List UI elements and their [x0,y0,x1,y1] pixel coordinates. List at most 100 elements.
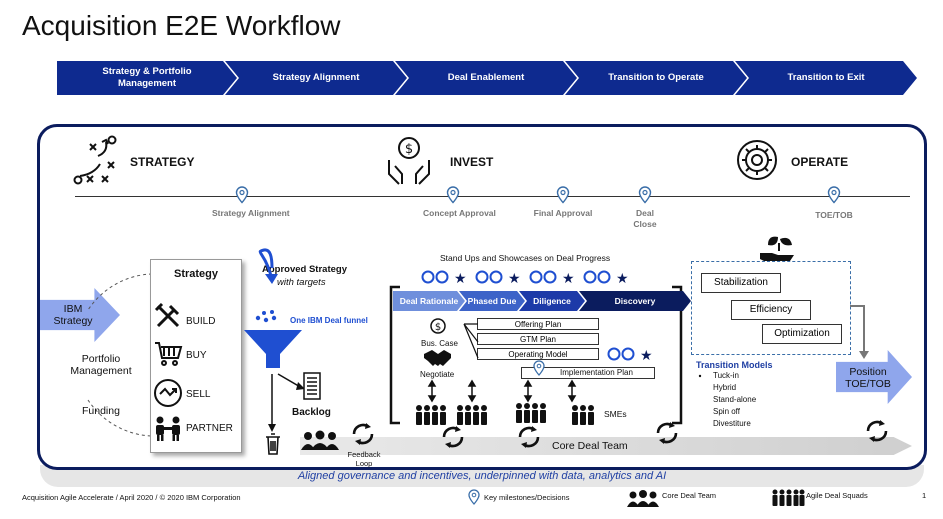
legend-core-team: Core Deal Team [662,491,717,500]
feedback-loop-label: Feedback Loop [347,450,381,468]
milestone-pin-icon [556,186,570,204]
core-team-icon [627,490,659,507]
legend-squads: Agile Deal Squads [806,491,868,500]
cart-icon [155,342,183,366]
chevron-step[interactable]: Deal Enablement [395,61,577,95]
position-label: Position TOE/TOB [845,366,891,390]
milestone-pin-icon [446,186,460,204]
implementation-plan-box [521,367,655,379]
core-deal-team-band [300,437,912,455]
cycle-icon [518,426,540,448]
invest-money-hands-icon: $ [388,137,430,185]
agile-squad-icon [457,405,487,425]
page-title: Acquisition E2E Workflow [22,10,341,41]
milestone-pin-icon [533,360,545,376]
governance-text: Aligned governance and incentives, under… [297,470,667,482]
bus-case-label: Bus. Case [421,339,458,348]
cycle-icon [352,423,374,445]
strategy-item-partner: PARTNER [186,423,233,434]
approved-strategy-label: Approved Strategy [262,264,347,275]
core-deal-team-label: Core Deal Team [552,440,628,452]
sprint-progress-icons: ★★★★ [421,270,629,287]
governance-band [40,465,924,487]
milestone-pin-icon [235,186,249,204]
transition-model-item: Divestiture [713,419,751,428]
transition-models-title: Transition Models [696,360,773,370]
portfolio-management-label: Portfolio Management [70,353,132,377]
backlog-icon [303,372,321,400]
left-bracket [389,285,400,425]
core-team-icon [301,430,339,450]
build-icon [154,302,180,328]
sell-icon [154,379,182,407]
squad-arrows [427,379,577,403]
cycle-icon [656,422,678,444]
operating-model-box: Operating Model [477,348,599,360]
chevron-step[interactable]: Strategy Alignment [225,61,407,95]
backlog-label: Backlog [292,407,331,418]
agile-squad-icon [772,489,805,506]
strategy-options-box [150,259,242,453]
bullet-list [698,374,702,378]
deal-stage[interactable]: Discovery [579,291,691,311]
milestone-pin-icon [638,186,652,204]
portfolio-dashed-circle [87,273,159,437]
strategy-item-buy: BUY [186,350,207,361]
svg-text:★: ★ [454,271,467,287]
milestone-label: Deal Close [633,208,657,229]
sme-icon [572,405,594,425]
funding-label: Funding [82,405,120,417]
partner-icon [156,416,180,441]
chevron-step[interactable]: Transition to Operate [565,61,747,95]
transition-model-item: Spin off [713,407,740,416]
svg-text:$: $ [435,322,441,333]
svg-text:$: $ [405,142,413,157]
milestone-label: Strategy Alignment [212,208,290,218]
deal-stage-bar: Deal Rationale Phased Due Diligence Disc… [393,291,691,311]
standups-label: Stand Ups and Showcases on Deal Progress [440,253,611,263]
transition-model-item: Stand-alone [713,395,757,404]
strategy-item-sell: SELL [186,389,211,400]
milestone-label: TOE/TOB [815,210,853,220]
chevron-step[interactable]: Strategy & Portfolio Management [57,61,237,95]
trash-icon [266,433,280,455]
deal-stage[interactable]: Phased Due [459,291,525,311]
chevron-step[interactable]: Transition to Exit [735,61,917,95]
milestone-pin-icon [468,489,480,505]
phase-strategy: STRATEGY [130,155,195,169]
optimization-box: Optimization [762,324,842,344]
deal-funnel-label: One IBM Deal funnel [290,316,368,325]
footer-copyright: Acquisition Agile Accelerate / April 202… [22,493,241,502]
agile-squad-icon [416,405,446,425]
svg-text:★: ★ [640,348,653,364]
implementation-plan-label: Implementation Plan [560,368,633,377]
handshake-icon [424,350,451,366]
smes-label: SMEs [604,409,627,419]
legend-milestones: Key milestones/Decisions [484,493,570,502]
cycle-icon [866,420,888,442]
sprint-progress-icons: ★ [607,347,653,364]
dollar-icon: $ [430,318,446,334]
agile-squad-icon [516,403,546,423]
negotiate-label: Negotiate [420,370,455,379]
deal-stage[interactable]: Diligence [519,291,585,311]
position-connector-arrow [850,305,869,359]
ibm-strategy-label: IBM Strategy [53,303,93,327]
growth-hand-icon [760,236,794,261]
milestone-label: Final Approval [533,208,593,218]
page-number: 1 [922,491,927,500]
svg-text:★: ★ [562,271,575,287]
transition-model-item: Tuck-in [713,371,739,380]
stabilization-box: Stabilization [701,273,781,293]
strategy-box-title: Strategy [173,268,219,280]
cycle-icon [442,426,464,448]
operate-gear-icon [737,140,777,180]
milestone-label: Concept Approval [423,208,496,218]
svg-text:★: ★ [616,271,629,287]
process-chevron-bar: Strategy & Portfolio Management Strategy… [57,61,917,95]
strategy-play-icon [73,135,117,185]
deal-stage[interactable]: Deal Rationale [393,291,465,311]
with-targets-label: with targets [277,277,326,288]
transition-model-item: Hybrid [713,383,737,392]
funnel-outputs [268,373,305,432]
